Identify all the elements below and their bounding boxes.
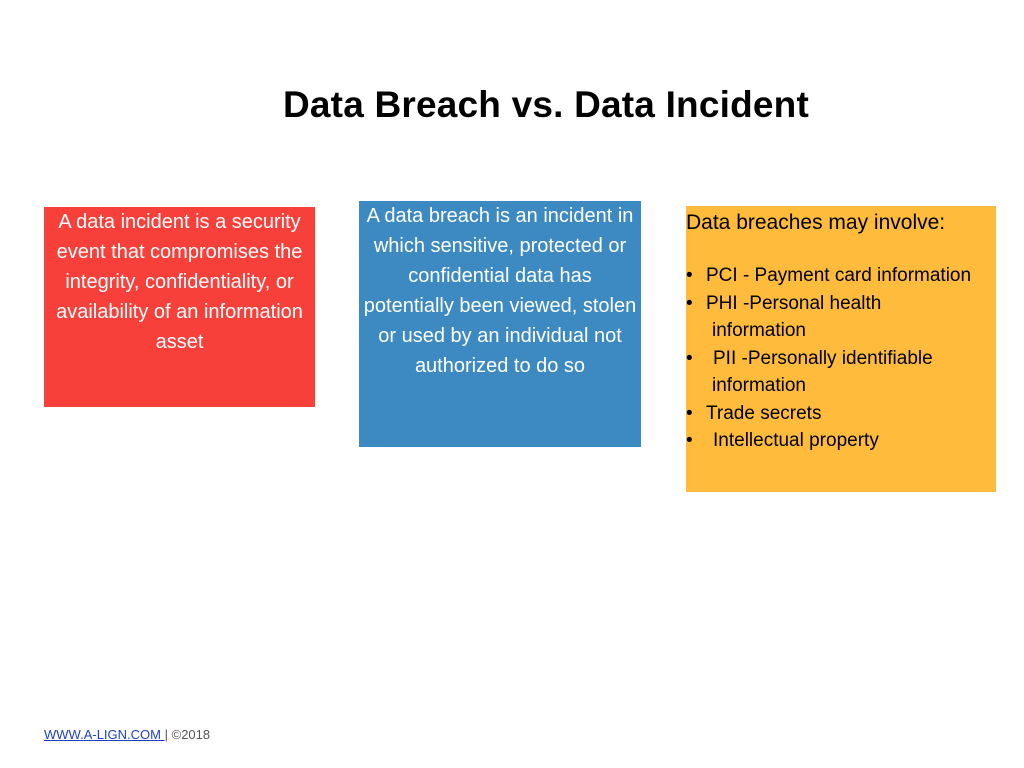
bullet-icon: • — [686, 347, 693, 369]
list-item-text: PII -Personally identifiable — [713, 347, 933, 369]
bullet-icon: • — [686, 292, 693, 314]
data-incident-definition: A data incident is a security event that… — [56, 211, 303, 353]
copyright-text: ©2018 — [171, 727, 211, 742]
list-item: • Trade secrets — [686, 400, 996, 428]
list-item-text: PCI - Payment card information — [706, 265, 972, 286]
data-incident-box: A data incident is a security event that… — [44, 207, 315, 407]
list-item: • PHI -Personal health information — [686, 290, 996, 345]
list-item-text-continued: information — [712, 320, 806, 341]
slide-title: Data Breach vs. Data Incident — [282, 84, 810, 125]
bullet-icon: • — [686, 402, 693, 424]
bullet-icon: • — [686, 265, 693, 286]
bullet-icon: • — [686, 430, 693, 451]
footer: WWW.A-LIGN.COM | ©2018 — [44, 727, 210, 742]
list-item-text: Intellectual property — [713, 430, 879, 451]
list-item-text: PHI -Personal health — [706, 292, 882, 314]
website-link[interactable]: WWW.A-LIGN.COM — [44, 727, 165, 742]
data-breach-box: A data breach is an incident in which se… — [359, 201, 641, 447]
involvement-heading: Data breaches may involve: — [686, 211, 946, 234]
involvement-list: • PCI - Payment card information • PHI -… — [686, 262, 996, 455]
list-item: • PII -Personally identifiable informati… — [686, 345, 996, 400]
breach-involvement-box: Data breaches may involve: • PCI - Payme… — [686, 206, 996, 492]
list-item: • PCI - Payment card information — [686, 262, 996, 290]
list-item-text: Trade secrets — [706, 402, 822, 424]
footer-separator: | — [164, 727, 168, 742]
data-breach-definition: A data breach is an incident in which se… — [363, 205, 637, 377]
list-item: • Intellectual property — [686, 427, 996, 455]
list-item-text-continued: information — [712, 375, 806, 396]
